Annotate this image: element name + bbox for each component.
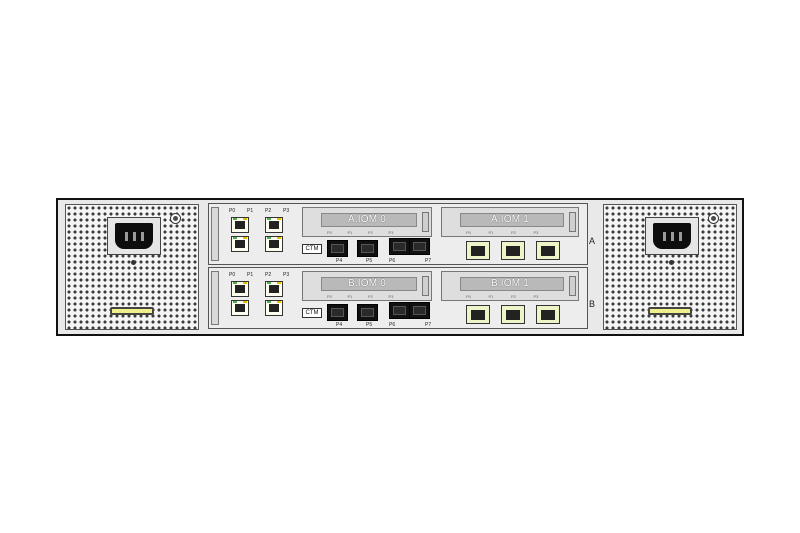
sfp-port-label-p5: P5 [366, 258, 373, 264]
iom-port-label: P1 [488, 230, 494, 235]
iom-port-label: P2 [368, 294, 373, 299]
sfp-port-p6[interactable] [389, 238, 410, 255]
iom-port-label: P0 [327, 294, 332, 299]
iom-latch[interactable] [422, 276, 429, 296]
mgmt-port-label-p1: P1 [247, 208, 254, 214]
sfp-port-label-p7: P7 [425, 258, 432, 264]
psu-status-led-left [170, 213, 181, 224]
iom-label: A.IOM 1 [490, 214, 530, 225]
sfp-port-p5[interactable] [357, 304, 378, 321]
sfp-port-label-p5: P5 [366, 322, 373, 328]
mgmt-port-p0[interactable] [231, 217, 249, 233]
iom-latch[interactable] [422, 212, 429, 232]
mgmt-port-label-p1: P1 [247, 272, 254, 278]
iom-latch[interactable] [569, 212, 576, 232]
controller-a-letter: A [589, 236, 596, 246]
psu-handle-right [648, 307, 692, 315]
power-inlet-right [645, 217, 699, 255]
iom-port-label: P0 [327, 230, 332, 235]
psu-screw-right [669, 260, 674, 265]
mgmt-port-p0[interactable] [231, 281, 249, 297]
iom-latch[interactable] [569, 276, 576, 296]
mgmt-port-p1[interactable] [231, 300, 249, 316]
mgmt-port-label-p3: P3 [283, 272, 290, 278]
mgmt-port-p2[interactable] [265, 217, 283, 233]
power-inlet-left [107, 217, 161, 255]
sfp-port-label-p4: P4 [336, 322, 343, 328]
sfp-port-label-p6: P6 [389, 322, 396, 328]
sfp-port-label-p4: P4 [336, 258, 343, 264]
lan-port-1[interactable] [501, 305, 525, 324]
power-supply-left [65, 204, 199, 330]
iom-0[interactable]: B.IOM 0 P0 P1 P2 P3 [302, 271, 432, 301]
iom-port-label: P1 [347, 230, 353, 235]
lan-port-2[interactable] [536, 305, 560, 324]
sfp-port-p4[interactable] [327, 304, 348, 321]
iom-label: B.IOM 1 [490, 278, 530, 289]
iom-label: A.IOM 0 [347, 214, 387, 225]
lan-port-2[interactable] [536, 241, 560, 260]
iom-port-label: P2 [511, 230, 516, 235]
power-supply-right [603, 204, 737, 330]
psu-screw-left [131, 260, 136, 265]
iom-port-label: P2 [368, 230, 373, 235]
mgmt-port-label-p0: P0 [229, 272, 236, 278]
mgmt-port-label-p3: P3 [283, 208, 290, 214]
sfp-port-p4[interactable] [327, 240, 348, 257]
iom-port-label: P1 [488, 294, 494, 299]
sfp-port-p6[interactable] [389, 302, 410, 319]
iom-1[interactable]: B.IOM 1 P0 P1 P2 P3 [441, 271, 579, 301]
sfp-port-p5[interactable] [357, 240, 378, 257]
mgmt-port-p3[interactable] [265, 300, 283, 316]
mgmt-port-p1[interactable] [231, 236, 249, 252]
iom-port-label: P0 [466, 230, 471, 235]
lan-port-0[interactable] [466, 305, 490, 324]
iom-port-label: P3 [388, 230, 394, 235]
lan-port-0[interactable] [466, 241, 490, 260]
mgmt-port-label-p0: P0 [229, 208, 236, 214]
iom-port-label: P3 [533, 230, 539, 235]
mgmt-port-p2[interactable] [265, 281, 283, 297]
iom-port-label: P2 [511, 294, 516, 299]
sfp-port-p7[interactable] [409, 238, 430, 255]
lan-port-1[interactable] [501, 241, 525, 260]
iom-label: B.IOM 0 [347, 278, 387, 289]
sfp-port-label-p6: P6 [389, 258, 396, 264]
iom-0[interactable]: A.IOM 0 P0 P1 P2 P3 [302, 207, 432, 237]
mgmt-port-p3[interactable] [265, 236, 283, 252]
controller-b-letter: B [589, 299, 596, 309]
iom-port-label: P3 [533, 294, 539, 299]
iom-port-label: P3 [388, 294, 394, 299]
mgmt-port-label-p2: P2 [265, 208, 272, 214]
controller-a-latch [211, 207, 219, 261]
sfp-port-label-p7: P7 [425, 322, 432, 328]
psu-handle-left [110, 307, 154, 315]
controller-b-latch [211, 271, 219, 325]
iom-1[interactable]: A.IOM 1 P0 P1 P2 P3 [441, 207, 579, 237]
iom-port-label: P1 [347, 294, 353, 299]
ctm-label: CTM [302, 244, 322, 254]
mgmt-port-label-p2: P2 [265, 272, 272, 278]
ctm-label: CTM [302, 308, 322, 318]
iom-port-label: P0 [466, 294, 471, 299]
psu-status-led-right [708, 213, 719, 224]
sfp-port-p7[interactable] [409, 302, 430, 319]
